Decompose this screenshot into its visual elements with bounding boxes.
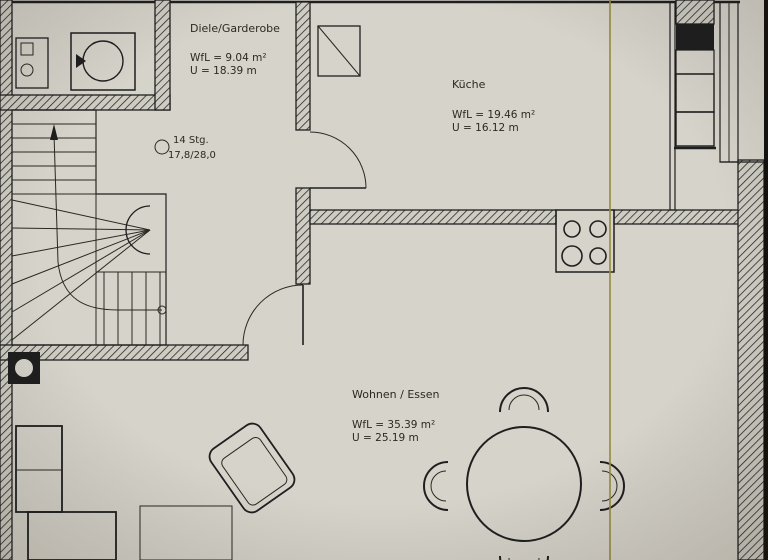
wall-hall-kitchen-mid (295, 187, 311, 285)
room-label-diele: Diele/Garderobe (190, 22, 280, 35)
stair-rise-run-label: 17,8/28,0 (168, 150, 216, 161)
appliance-column-block (676, 24, 714, 50)
room-area-kueche: WfL = 19.46 m² (452, 109, 535, 121)
wall-hall-kitchen-upper (295, 1, 311, 131)
column-pipe-icon (15, 359, 33, 377)
room-perimeter-wohnen: U = 25.19 m (352, 432, 419, 444)
room-perimeter-diele: U = 18.39 m (190, 65, 257, 77)
room-area-diele: WfL = 9.04 m² (190, 52, 267, 64)
room-perimeter-kueche: U = 16.12 m (452, 122, 519, 134)
stair-steps-label: 14 Stg. (173, 135, 209, 146)
wall-right-outer (737, 159, 765, 560)
appliance-column-hatch (675, 0, 715, 25)
column-symbol (8, 352, 40, 384)
room-label-wohnen: Wohnen / Essen (352, 388, 440, 401)
wall-kitchen-south-right (613, 209, 741, 225)
room-label-kueche: Küche (452, 78, 486, 91)
wall-kitchen-south-left (309, 209, 557, 225)
scan-edge-right (764, 0, 768, 560)
wall-wc-bottom (0, 94, 171, 111)
wall-left-outer (0, 0, 13, 560)
wall-wc-right (154, 0, 171, 111)
room-area-wohnen: WfL = 35.39 m² (352, 419, 435, 431)
